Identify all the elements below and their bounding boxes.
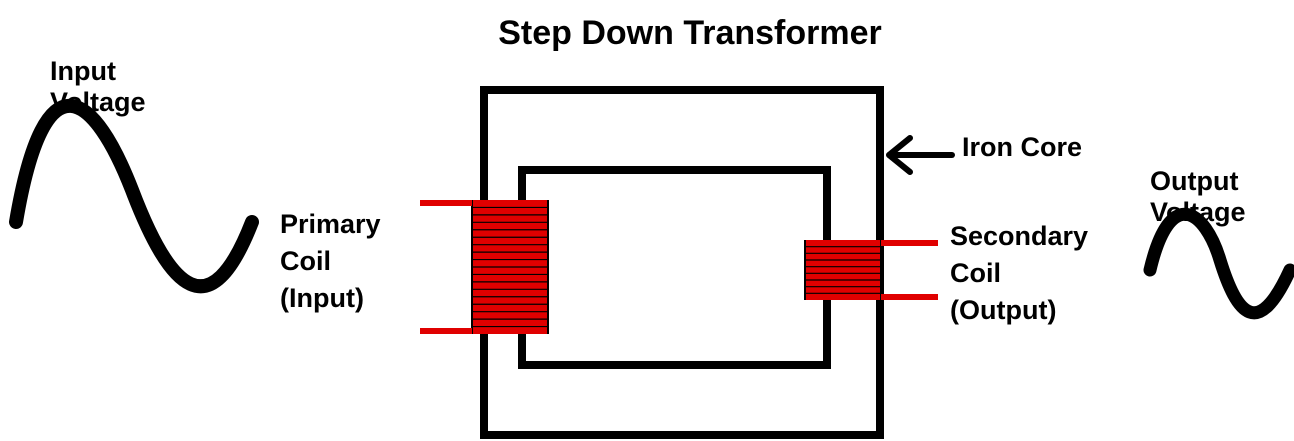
secondary-coil-line-2: Coil (950, 258, 1001, 288)
primary-coil-label: Primary Coil (Input) (280, 209, 388, 313)
coil-winding-block (805, 240, 881, 300)
secondary-coil-line-1: Secondary (950, 221, 1088, 251)
coil-lead-wire (420, 200, 472, 206)
iron-core-label: Iron Core (962, 132, 1082, 162)
input-sine-wave (9, 98, 259, 294)
output-sine-wave (1143, 207, 1294, 320)
primary-coil-line-2: Coil (280, 246, 331, 276)
coil-lead-wire (420, 328, 472, 334)
output-voltage-line-1: Output (1150, 166, 1238, 196)
iron-core-arrow (886, 135, 955, 175)
secondary-coil (804, 240, 938, 300)
coil-lead-wire (881, 240, 938, 246)
coil-lead-wire (881, 294, 938, 300)
primary-coil (420, 200, 549, 334)
input-voltage-line-1: Input (50, 56, 116, 86)
secondary-coil-label: Secondary Coil (Output) (950, 221, 1096, 325)
primary-coil-line-3: (Input) (280, 283, 364, 313)
iron-core-inner (518, 166, 831, 369)
secondary-coil-line-3: (Output) (950, 295, 1056, 325)
primary-coil-line-1: Primary (280, 209, 381, 239)
diagram-title: Step Down Transformer (498, 14, 882, 52)
